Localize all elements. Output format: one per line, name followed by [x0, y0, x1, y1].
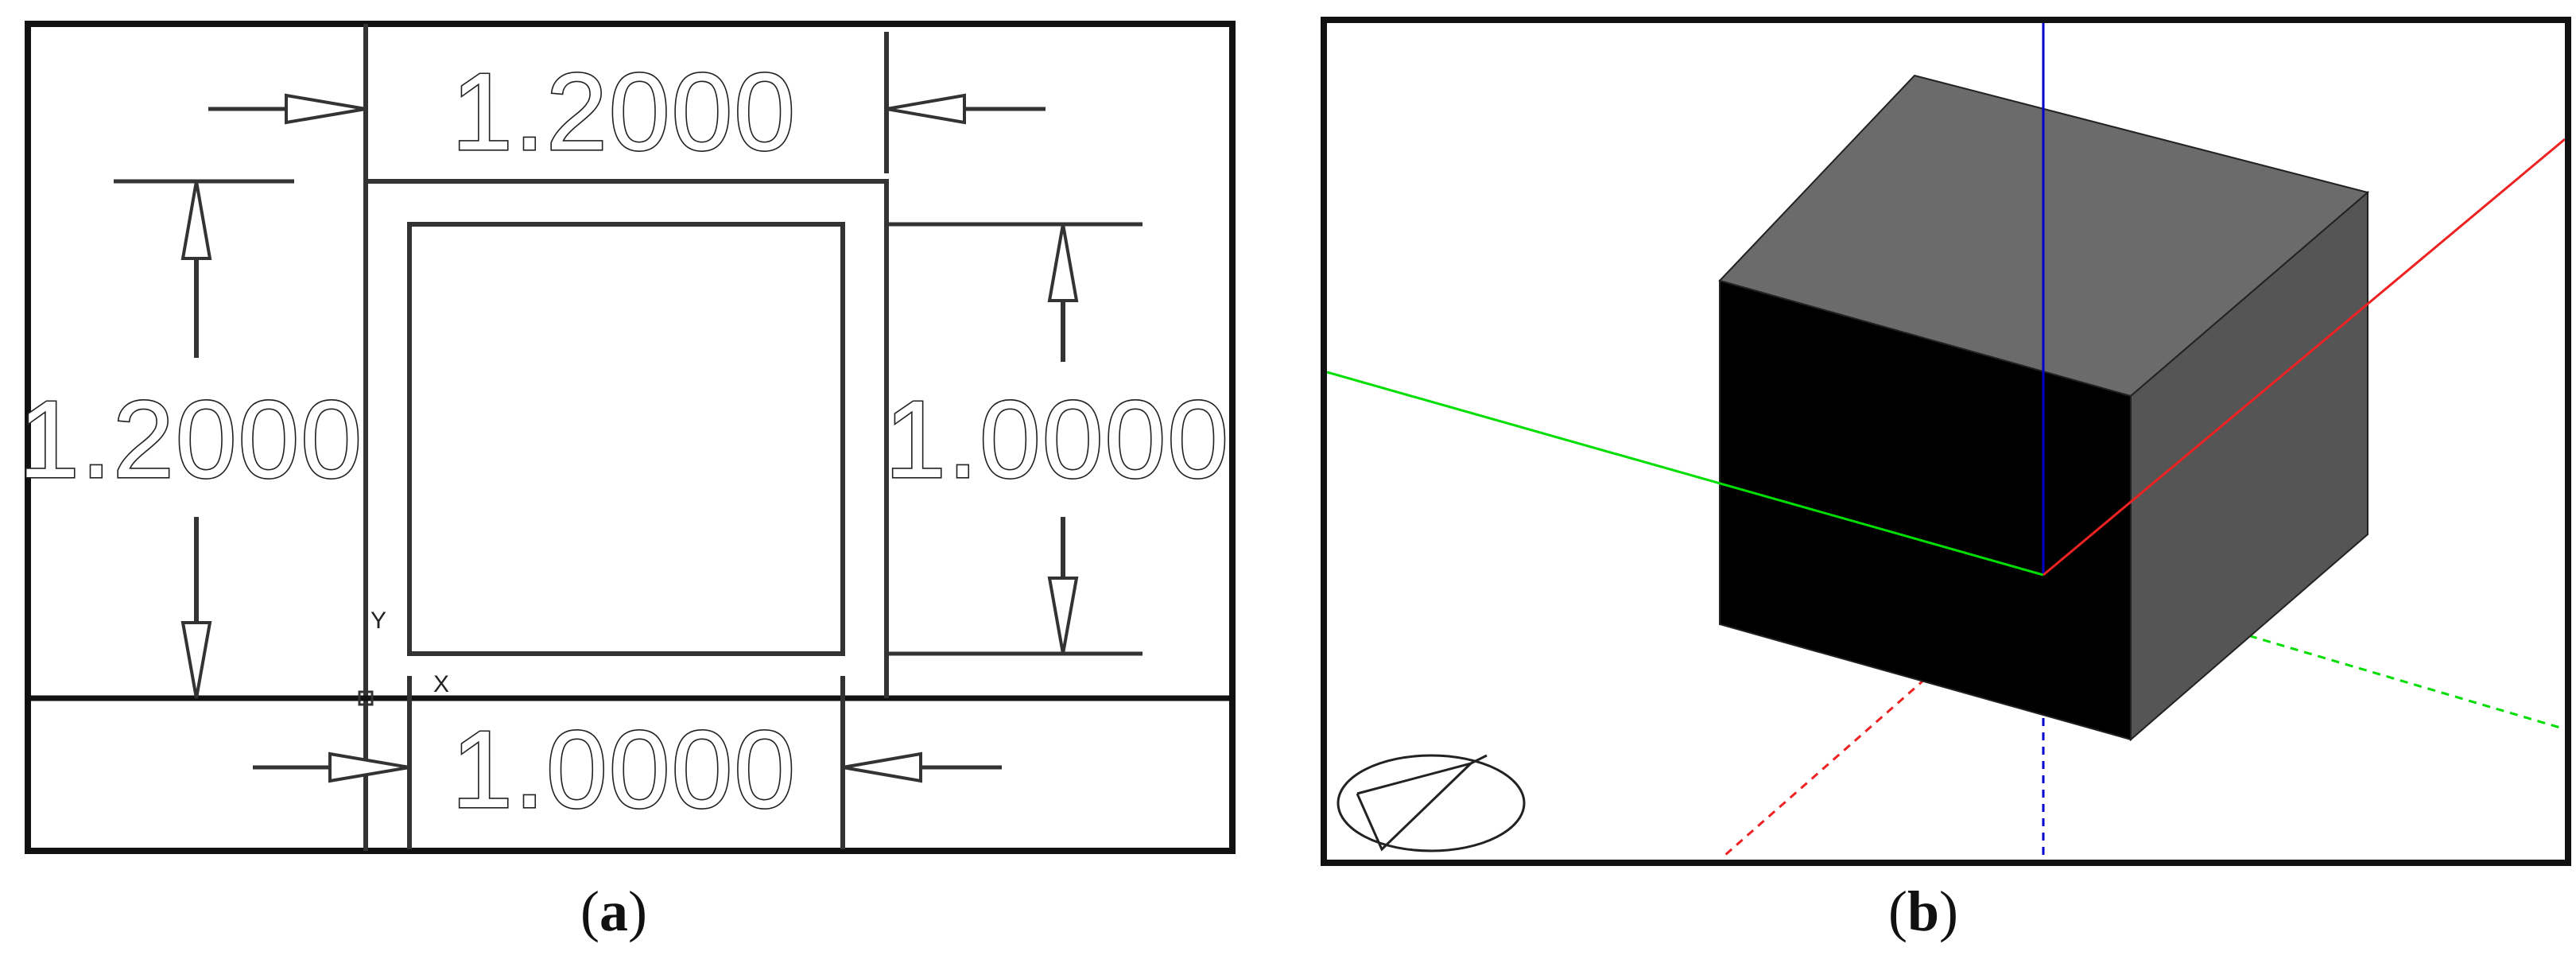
- dim-outer-height-label: 1.2000: [18, 379, 363, 501]
- dim-outer-width-label: 1.2000: [452, 51, 797, 173]
- dim-inner-height-label: 1.0000: [885, 379, 1230, 501]
- cube-front-face: [1719, 279, 2132, 741]
- bottom-dim-arrow-right: [842, 751, 922, 783]
- inner-square-outline: [407, 222, 845, 656]
- ucs-origin-icon: [358, 690, 374, 706]
- right-dim-arrow-top: [1047, 223, 1079, 302]
- top-dim-arrow-left: [285, 93, 367, 125]
- panel-a-cad-drawing: 1.2000 1.2000 1.0000 1.0000 Y X: [17, 21, 1236, 854]
- panel-b-3d-viewport: [1321, 17, 2571, 866]
- caption-a-letter: a: [599, 880, 628, 943]
- top-dim-arrow-right: [886, 93, 966, 125]
- ucs-x-glyph: X: [433, 671, 449, 697]
- y-axis: [1327, 371, 2044, 577]
- caption-b: (b): [1888, 880, 1959, 943]
- caption-a: (a): [580, 880, 647, 943]
- outer-square-outline: [366, 179, 889, 698]
- left-dim-arrow-top: [180, 181, 212, 260]
- left-dim-arrow-bottom: [180, 621, 212, 699]
- view-orientation-icon[interactable]: [1336, 754, 1526, 852]
- dim-inner-width-label: 1.0000: [452, 709, 797, 831]
- caption-b-letter: b: [1907, 880, 1940, 943]
- ucs-y-glyph: Y: [370, 608, 386, 634]
- right-dim-arrow-bottom: [1047, 577, 1079, 654]
- bottom-dim-arrow-left: [328, 751, 410, 783]
- x-axis: [2043, 138, 2565, 577]
